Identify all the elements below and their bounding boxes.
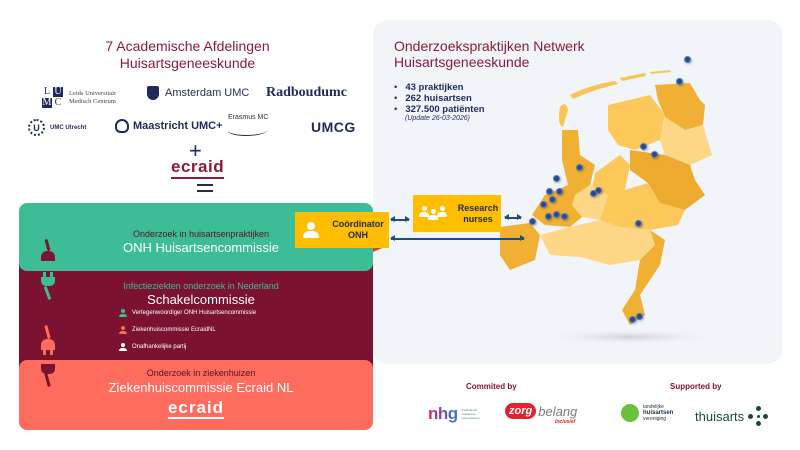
supported-by-label: Supported by (670, 382, 722, 391)
map-location-dot (651, 151, 658, 158)
socket-plug-icon (41, 272, 57, 302)
amsterdam-umc-icon (147, 86, 159, 100)
network-stats: •43 praktijken •262 huisartsen •327.500 … (394, 82, 485, 115)
committed-by-label: Commited by (466, 382, 517, 391)
schakelcommissie-box: Infectieziekten onderzoek in Nederland S… (19, 262, 373, 372)
member-independent: Onafhankelijke partij (119, 343, 186, 351)
plug-icon (41, 238, 57, 269)
map-location-dot (595, 187, 602, 194)
network-title: Onderzoekspraktijken Netwerk Huisartsgen… (394, 38, 585, 70)
lumc-logo: L U M C Leids Universitair Medisch Centr… (42, 86, 117, 108)
maastricht-umc-logo: Maastricht UMC+ (115, 119, 223, 133)
ecraid-logo: ecraid (171, 158, 225, 179)
map-location-dot (553, 175, 560, 182)
plus-sign: + (189, 138, 202, 163)
onh-subtitle: Onderzoek in huisartsenpraktijken (132, 229, 270, 239)
update-date: (Update 26-03-2026) (405, 115, 470, 122)
maastricht-heart-icon (115, 119, 129, 133)
amsterdam-umc-logo: Amsterdam UMC (147, 86, 249, 100)
person-icon (119, 326, 127, 334)
group-icon (419, 205, 447, 222)
map-location-dot (636, 313, 643, 320)
thuisarts-logo: thuisarts (695, 406, 769, 426)
umc-utrecht-logo: U UMC Utrecht (28, 119, 86, 136)
map-location-dot (545, 213, 552, 220)
double-arrow-icon (390, 235, 525, 241)
academic-title: 7 Academische Afdelingen Huisartsgeneesk… (105, 38, 270, 71)
coordinator-box-fold (373, 246, 387, 252)
double-arrow-icon (390, 216, 410, 222)
stat-practices: •43 praktijken (394, 82, 464, 93)
thuisarts-dots-icon (748, 406, 769, 426)
person-icon (119, 309, 127, 317)
map-location-dot (549, 196, 556, 203)
member-ecraid: Ziekenhuiscommissie EcraidNL (119, 326, 216, 334)
member-onh: Vertegenwoordiger ONH Huisartsencommissi… (119, 309, 256, 317)
ecraid-logo-white: ecraid (167, 398, 225, 419)
umcg-logo: UMCG (311, 119, 356, 135)
onh-title: ONH Huisartsencommissie (122, 240, 280, 255)
stat-gps: •262 huisartsen (394, 93, 472, 104)
ziekenhuis-title: Ziekenhuiscommissie Ecraid NL (108, 380, 294, 395)
erasmus-mc-logo: Erasmus MC (225, 114, 271, 136)
radboudumc-logo: Radboudumc (266, 85, 347, 100)
lhv-logo: landelijke huisartsen vereniging (621, 404, 673, 422)
map-location-dot (561, 213, 568, 220)
map-location-dot (540, 201, 547, 208)
research-nurses-box: Research nurses (413, 195, 501, 232)
map-location-dot (676, 78, 683, 85)
erasmus-signature-icon (225, 124, 271, 136)
nhg-logo: nhg Nederlands Huisartsen Genootschap (428, 404, 480, 423)
double-arrow-icon (504, 214, 522, 220)
lhv-icon (621, 404, 639, 422)
schakel-title: Schakelcommissie (147, 292, 255, 307)
map-location-dot (529, 218, 536, 225)
map-location-dot (556, 188, 563, 195)
coordinator-onh-box: Coördinator ONH (295, 212, 389, 248)
ziekenhuis-subtitle: Onderzoek in ziekenhuizen (146, 368, 256, 378)
person-icon (303, 222, 319, 238)
socket-icon (41, 364, 57, 394)
zorgbelang-logo: zorg belang Inclusief (505, 403, 577, 425)
equals-sign (197, 184, 213, 192)
map-location-dot (576, 164, 583, 171)
map-location-dot (629, 316, 636, 323)
map-location-dot (640, 143, 647, 150)
map-location-dot (546, 188, 553, 195)
map-location-dot (684, 56, 691, 63)
netherlands-map (500, 70, 720, 345)
person-icon (119, 343, 127, 351)
schakel-subtitle: Infectieziekten onderzoek in Nederland (123, 281, 279, 291)
map-location-dot (635, 220, 642, 227)
map-location-dot (553, 211, 560, 218)
salmon-plug-icon (41, 324, 57, 365)
ziekenhuis-committee-box: Onderzoek in ziekenhuizen Ziekenhuiscomm… (19, 360, 373, 430)
umc-utrecht-icon: U (28, 119, 45, 136)
lumc-mark: L U M C (42, 86, 63, 108)
stat-patients: •327.500 patiënten (394, 104, 485, 115)
